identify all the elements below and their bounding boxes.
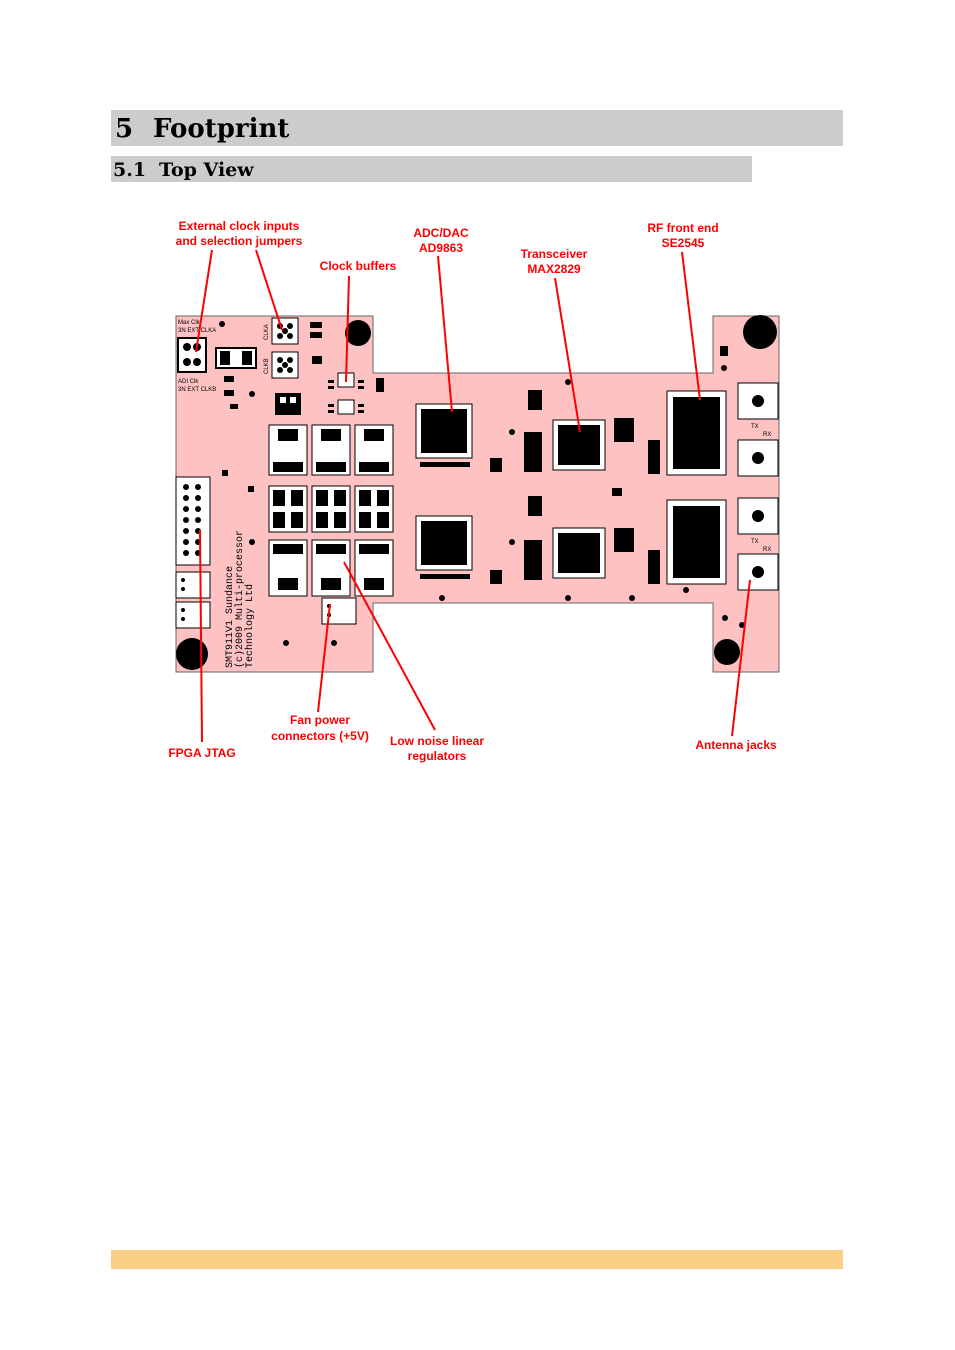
clock-input-connectors — [271, 317, 301, 415]
silk-clkb: CLKB — [264, 358, 270, 374]
callout-fpga-jtag: FPGA JTAG — [168, 746, 235, 760]
silk-max-clk: Max Clk — [178, 320, 201, 326]
callout-regulators-line1: Low noise linear — [390, 734, 484, 748]
section-heading-bar: 5 Footprint — [111, 110, 843, 146]
callout-adc-dac-line2: AD9863 — [419, 241, 463, 255]
fan-connectors — [175, 571, 357, 629]
callout-regulators-line2: regulators — [408, 749, 467, 763]
adc-dac-chip-1 — [415, 403, 473, 459]
silk-sundance-2: (c)2009 Multi-processor — [234, 530, 246, 668]
subsection-title: Top View — [159, 159, 254, 181]
callout-external-clock-line1: External clock inputs — [179, 219, 300, 233]
silk-rx-1: RX — [763, 432, 771, 438]
silk-tx-2: TX — [751, 539, 759, 545]
subsection-number: 5.1 — [113, 159, 147, 181]
clock-buffer-chips — [328, 372, 364, 415]
silk-rx-2: RX — [763, 547, 771, 553]
callout-fan-power-line2: connectors (+5V) — [271, 729, 369, 743]
mounting-hole-bottom-right — [714, 639, 740, 665]
callout-adc-dac-line1: ADC/DAC — [413, 226, 469, 240]
mounting-hole-top-left — [345, 320, 371, 346]
mounting-hole-top-right — [743, 315, 777, 349]
silk-adi-clk: ADI Clk — [178, 379, 199, 385]
silk-sundance-3: Technology Ltd — [244, 584, 256, 668]
callout-transceiver-line2: MAX2829 — [527, 262, 581, 276]
adc-dac-chip-2 — [415, 515, 473, 571]
section-number: 5 — [115, 114, 134, 144]
callout-transceiver-line1: Transceiver — [521, 247, 588, 261]
silk-sundance-1: SMT911V1 Sundance — [224, 566, 236, 668]
silk-tx-1: TX — [751, 424, 759, 430]
callout-clock-buffers: Clock buffers — [320, 259, 397, 273]
callout-antenna-jacks: Antenna jacks — [695, 738, 777, 752]
silk-ext-clkb: 3N EXT CLKB — [178, 387, 216, 393]
callout-rf-front-end-line1: RF front end — [647, 221, 718, 235]
regulator-pads — [273, 429, 389, 590]
passive-components — [219, 321, 745, 646]
callout-external-clock-line2: and selection jumpers — [176, 234, 303, 248]
subsection-heading-bar: 5.1 Top View — [111, 156, 752, 182]
transceiver-chip-2 — [552, 527, 606, 579]
footer-bar — [111, 1250, 843, 1269]
callout-rf-front-end-line2: SE2545 — [662, 236, 705, 250]
callout-leader-lines — [195, 249, 751, 743]
mounting-hole-bottom-left — [176, 638, 208, 670]
regulator-bank — [268, 424, 394, 597]
section-title: Footprint — [153, 114, 290, 144]
silk-clka: CLKA — [264, 324, 270, 340]
rf-front-end-2 — [666, 499, 727, 585]
jtag-header — [175, 476, 211, 566]
callout-fan-power-line1: Fan power — [290, 713, 350, 727]
rf-front-end-1 — [666, 390, 727, 476]
silk-ext-clka: 3N EXT CLKA — [178, 328, 216, 334]
antenna-jacks — [737, 382, 779, 591]
